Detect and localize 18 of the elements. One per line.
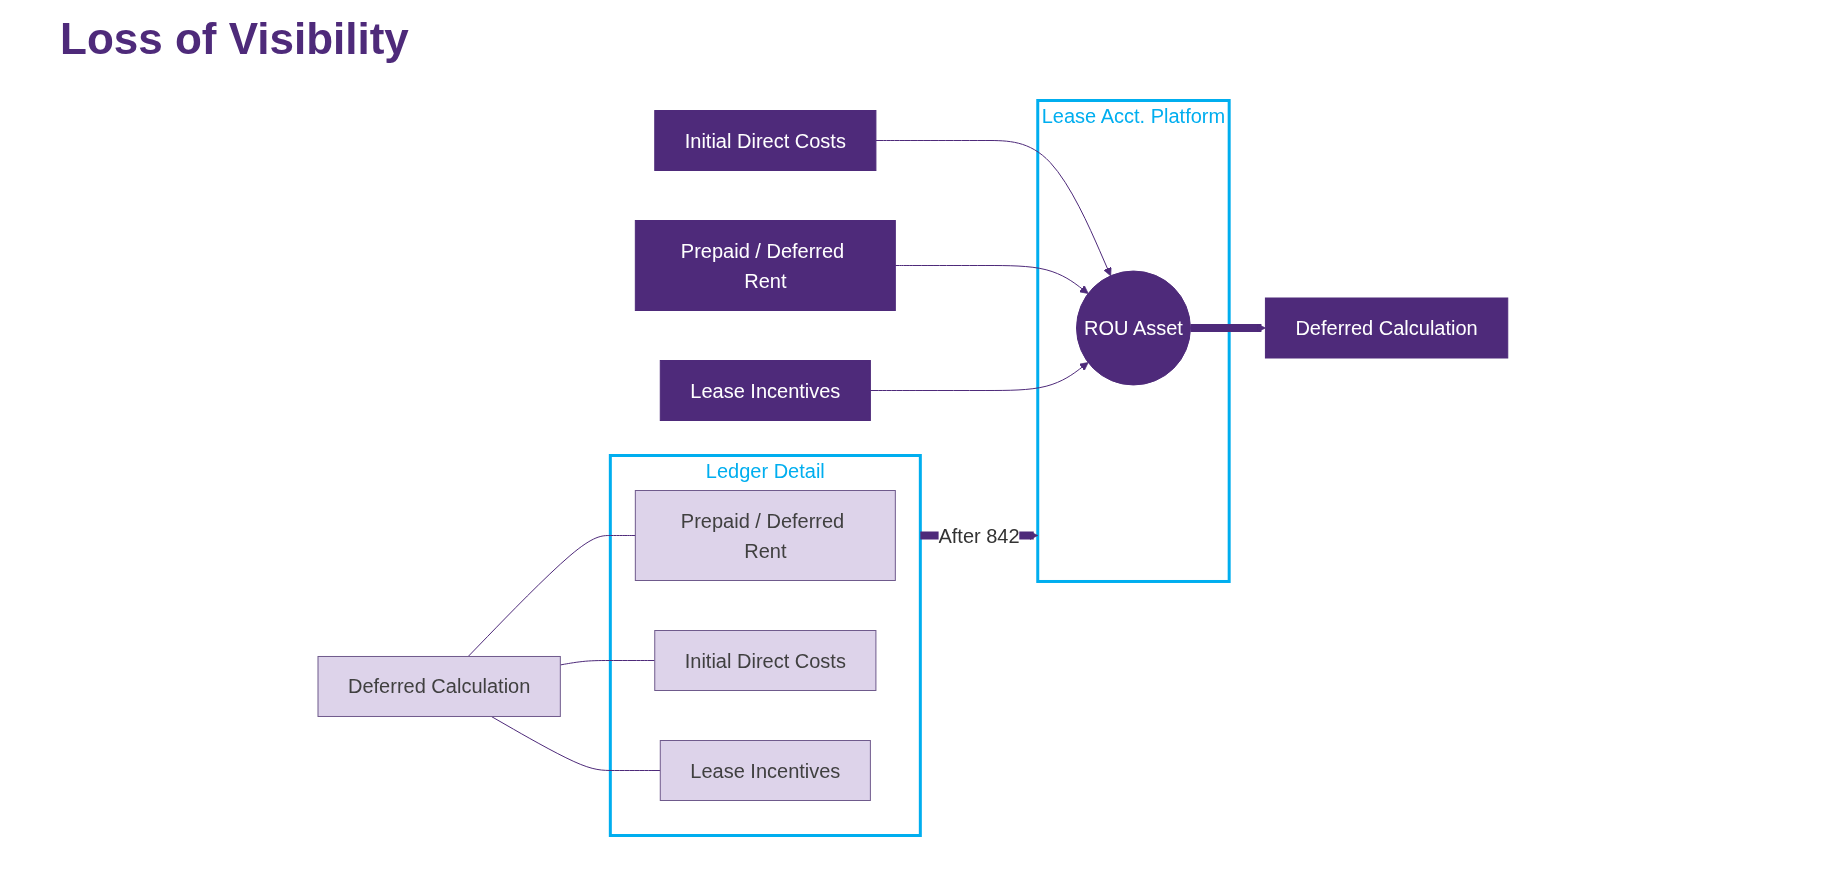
arrow: [875, 140, 1112, 277]
connector: [559, 660, 655, 666]
edge-label: After 842: [938, 524, 1020, 547]
node-box: Lease Incentives: [659, 740, 871, 801]
node-box: Deferred Calculation: [1264, 297, 1508, 359]
node-box: Prepaid / Deferred Rent: [634, 490, 896, 581]
arrow: [894, 265, 1089, 294]
node-circle: ROU Asset: [1075, 270, 1191, 386]
node-box: Initial Direct Costs: [653, 630, 877, 691]
arrow: [1190, 323, 1266, 333]
connector: [467, 535, 636, 657]
title: Loss of Visibility: [60, 14, 410, 64]
arrow: [869, 362, 1089, 391]
node-box: Initial Direct Costs: [653, 110, 877, 171]
connector: [490, 716, 661, 771]
node-box: Deferred Calculation: [317, 656, 561, 717]
node-box: Lease Incentives: [659, 360, 871, 421]
node-box: Prepaid / Deferred Rent: [634, 220, 896, 311]
